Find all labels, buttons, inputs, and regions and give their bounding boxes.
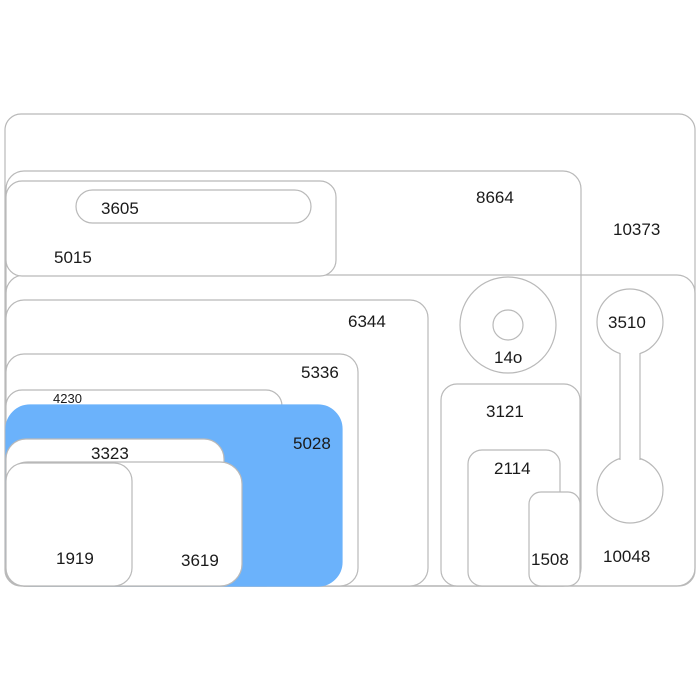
label-small-tag-block: 4230 bbox=[53, 391, 82, 406]
label-top-block: 5015 bbox=[54, 248, 92, 267]
bar-pill bbox=[75, 189, 312, 224]
label-left-square: 1919 bbox=[56, 549, 94, 568]
ring-hole bbox=[492, 309, 524, 341]
label-dumbbell-bottom: 10048 bbox=[603, 547, 650, 566]
label-wide-block: 8664 bbox=[476, 188, 514, 207]
dumbbell-shape bbox=[596, 288, 664, 524]
label-tall-block: 3121 bbox=[486, 402, 524, 421]
dumbbell-bar-fill bbox=[620, 350, 640, 463]
dumbbell-bottom-circle bbox=[596, 456, 664, 524]
label-inner-block: 5336 bbox=[301, 363, 339, 382]
label-mid-block: 6344 bbox=[348, 312, 386, 331]
tiny-block bbox=[528, 491, 581, 587]
label-bar-pill: 3605 bbox=[101, 199, 139, 218]
left-square bbox=[5, 462, 133, 587]
label-highlight-block: 5028 bbox=[293, 434, 331, 453]
label-tiny-block: 1508 bbox=[531, 550, 569, 569]
label-dumbbell-top: 3510 bbox=[608, 313, 646, 332]
label-right-square: 3619 bbox=[181, 551, 219, 570]
label-small-block: 2114 bbox=[494, 459, 531, 478]
label-rounded-block: 3323 bbox=[91, 444, 129, 463]
label-ring: 14o bbox=[494, 348, 522, 367]
label-outer: 10373 bbox=[613, 220, 660, 239]
